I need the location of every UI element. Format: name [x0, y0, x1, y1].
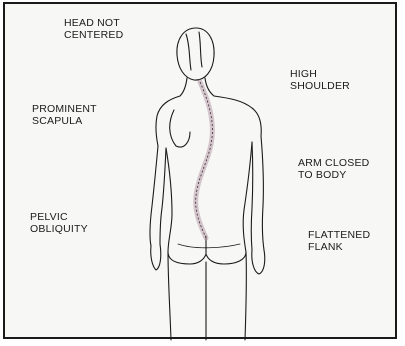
right-arm-outer	[261, 136, 264, 250]
label-line: TO BODY	[298, 169, 369, 181]
label-line: SHOULDER	[290, 80, 350, 92]
left-arm-outer	[150, 146, 158, 246]
right-leg-outer	[245, 252, 246, 340]
left-hand	[151, 244, 161, 270]
scapula-outline	[170, 110, 190, 147]
label-high-shoulder: HIGH SHOULDER	[290, 68, 350, 92]
label-line: PELVIC	[30, 211, 88, 223]
label-line: PROMINENT	[32, 103, 97, 115]
label-prominent-scapula: PROMINENT SCAPULA	[32, 103, 97, 127]
label-line: HEAD NOT	[64, 17, 123, 29]
curved-spine	[196, 82, 213, 238]
label-arm-closed-to-body: ARM CLOSED TO BODY	[298, 157, 369, 181]
label-line: OBLIQUITY	[30, 223, 88, 235]
pelvic-line	[178, 244, 240, 248]
label-line: FLATTENED	[308, 229, 370, 241]
right-shoulder	[214, 96, 261, 136]
hair-strands	[186, 32, 202, 70]
label-head-not-centered: HEAD NOT CENTERED	[64, 17, 123, 41]
buttocks-outline	[168, 252, 246, 264]
label-pelvic-obliquity: PELVIC OBLIQUITY	[30, 211, 88, 235]
label-flattened-flank: FLATTENED FLANK	[308, 229, 370, 253]
right-arm-inner	[251, 142, 253, 250]
left-shoulder	[156, 96, 180, 146]
label-line: ARM CLOSED	[298, 157, 369, 169]
head-outline	[177, 28, 214, 80]
label-line: FLANK	[308, 241, 370, 253]
right-hand	[252, 250, 265, 274]
left-arm-inner	[160, 148, 166, 244]
label-line: CENTERED	[64, 29, 123, 41]
left-leg-outer	[168, 252, 171, 340]
neck-outline	[180, 78, 214, 96]
torso-right-side	[243, 142, 252, 252]
label-line: HIGH	[290, 68, 350, 80]
torso-left-side	[166, 148, 172, 252]
label-line: SCAPULA	[32, 115, 97, 127]
